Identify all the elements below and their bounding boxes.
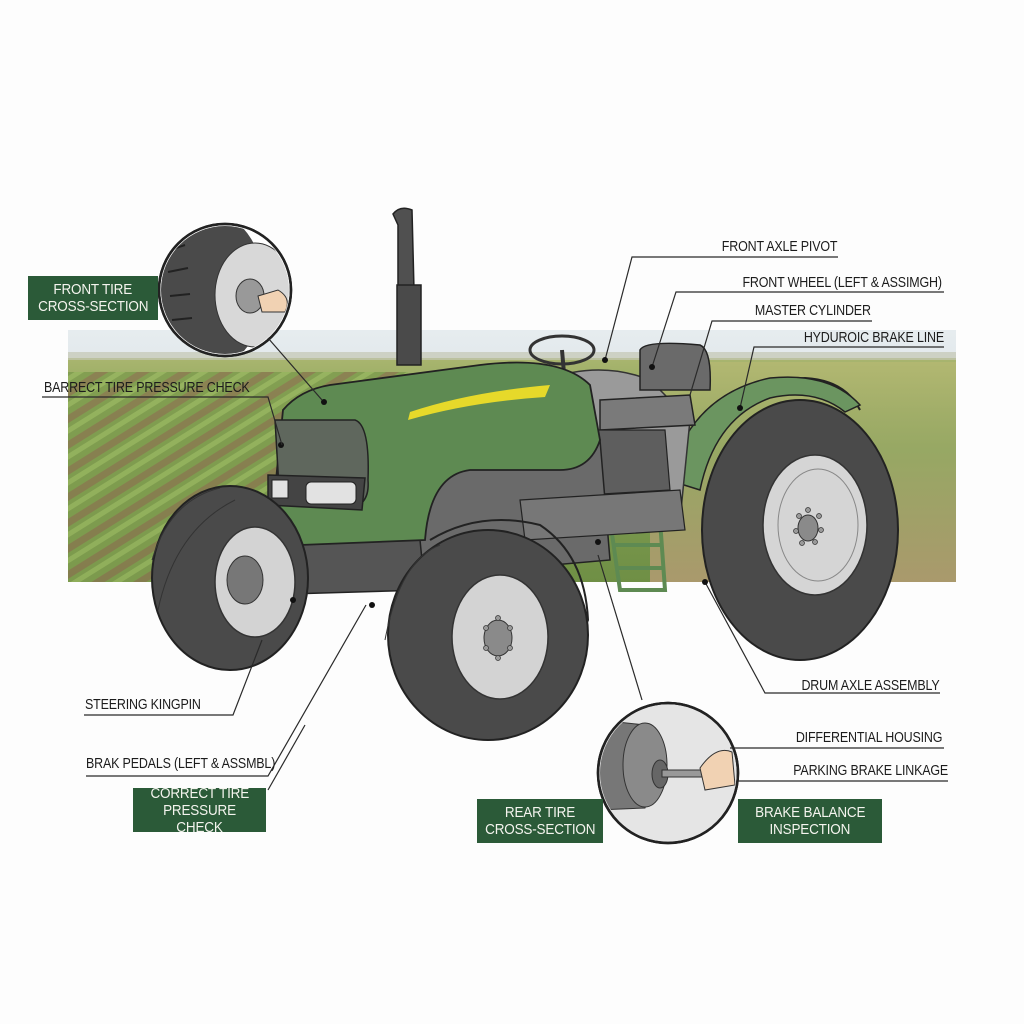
front-right-wheel xyxy=(384,519,590,741)
badge-brake-balance-inspection: BRAKE BALANCE INSPECTION xyxy=(738,799,882,843)
badge-correct-tire-pressure-check: CORRECT TIRE PRESSURE CHECK xyxy=(133,785,266,836)
leader-lines xyxy=(42,256,948,791)
leader-dots xyxy=(290,357,743,608)
label-master-cylinder: MASTER CYLINDER xyxy=(755,303,871,319)
front-left-wheel xyxy=(151,485,309,671)
label-differential-housing: DIFFERENTIAL HOUSING xyxy=(795,730,943,746)
label-drum-axle-assembly: DRUM AXLE ASSEMBLY xyxy=(801,678,940,694)
label-steering-kingpin: STEERING KINGPIN xyxy=(85,697,201,713)
label-hydraulic-brake-line: HYDUROIC BRAKE LINE xyxy=(803,330,944,346)
rear-brake-inset xyxy=(596,701,740,845)
tractor-hood xyxy=(267,361,601,546)
label-brake-pedals: BRAK PEDALS (LEFT & ASSMBL) xyxy=(86,756,276,772)
label-parking-brake-linkage: PARKING BRAKE LINKAGE xyxy=(793,763,948,779)
rear-right-wheel xyxy=(667,376,899,661)
front-tire-inset xyxy=(157,222,293,358)
label-front-wheel: FRONT WHEEL (LEFT & ASSIMGH) xyxy=(742,275,943,291)
badge-front-tire-cross-section: FRONT TIRE CROSS-SECTION xyxy=(28,276,158,320)
exhaust-stack xyxy=(392,207,422,366)
label-tire-pressure-check: BARRECT TIRE PRESSURE CHECK xyxy=(44,380,250,396)
label-front-axle-pivot: FRONT AXLE PIVOT xyxy=(721,239,837,255)
badge-rear-tire-cross-section: REAR TIRE CROSS-SECTION xyxy=(477,799,603,843)
